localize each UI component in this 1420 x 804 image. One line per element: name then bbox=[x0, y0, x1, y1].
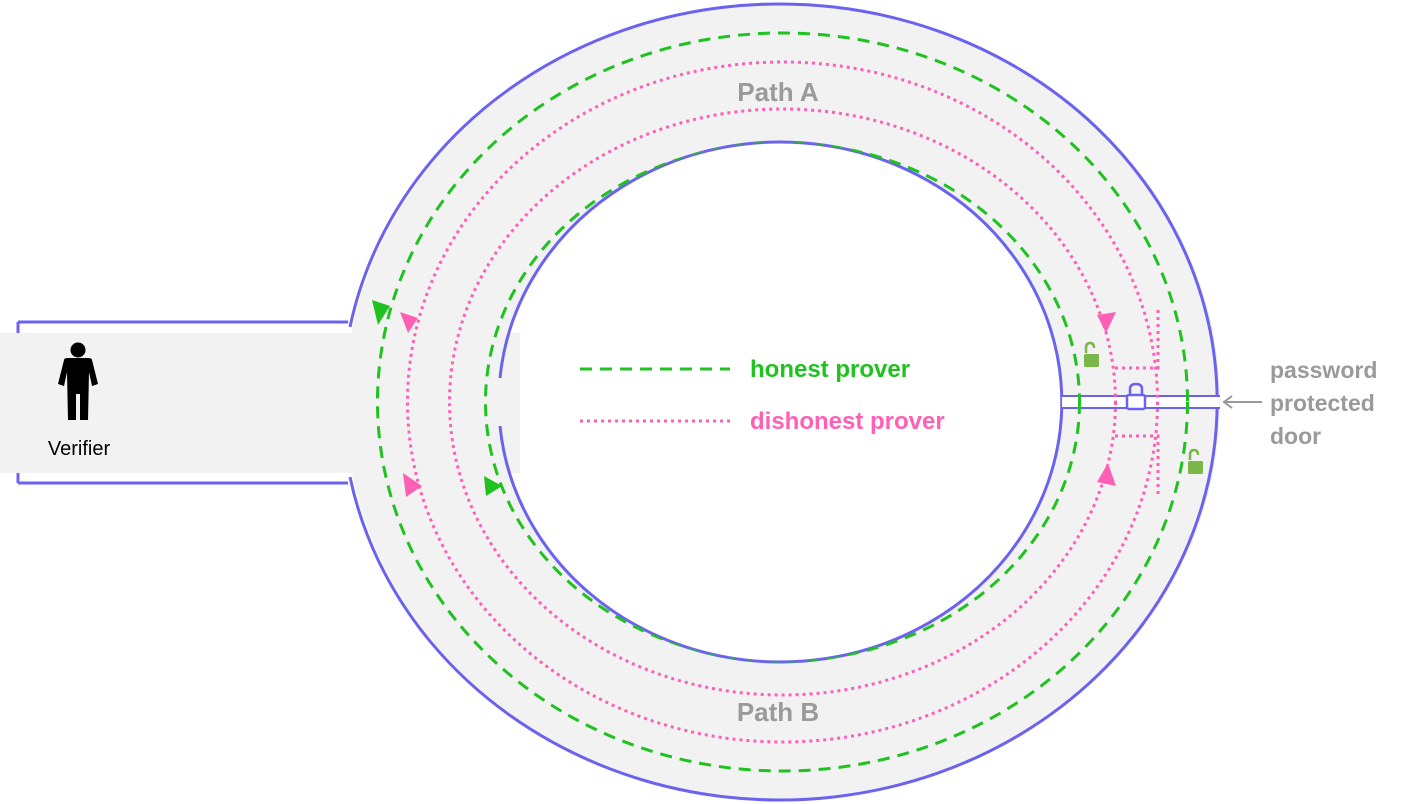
legend-dishonest-label: dishonest prover bbox=[750, 408, 945, 435]
padlock-closed-icon bbox=[1125, 382, 1147, 411]
dishonest-path-inner bbox=[448, 107, 1117, 697]
path-a-label: Path A bbox=[737, 77, 819, 107]
dishonest-arrow-top-right bbox=[1097, 312, 1116, 333]
arrow-left-icon bbox=[1222, 395, 1262, 409]
verifier-label: Verifier bbox=[48, 438, 111, 460]
cave-inner-wall bbox=[498, 140, 1064, 664]
dishonest-turn-bottom bbox=[1115, 434, 1160, 498]
door-label-line1: password bbox=[1270, 357, 1377, 383]
path-b-label: Path B bbox=[737, 697, 819, 727]
honest-arrow-outer-top bbox=[372, 300, 390, 325]
door-label-line3: door bbox=[1270, 423, 1321, 449]
dishonest-arrow-bottom-right bbox=[1097, 463, 1116, 486]
person-icon bbox=[58, 342, 98, 420]
legend-honest-label: honest prover bbox=[750, 356, 910, 383]
honest-arrow-inner-bottom bbox=[484, 476, 502, 496]
dishonest-arrow-bottom-left bbox=[403, 473, 422, 497]
cave-ring-floor bbox=[345, 4, 1220, 801]
door-label-line2: protected bbox=[1270, 390, 1375, 416]
dishonest-arrow-top-left bbox=[400, 312, 418, 333]
dishonest-path-outer bbox=[406, 60, 1159, 744]
padlock-open-icon bbox=[1188, 448, 1203, 474]
padlock-open-icon bbox=[1084, 341, 1099, 367]
dishonest-turn-top bbox=[1115, 306, 1160, 370]
honest-path-outer bbox=[376, 31, 1189, 773]
